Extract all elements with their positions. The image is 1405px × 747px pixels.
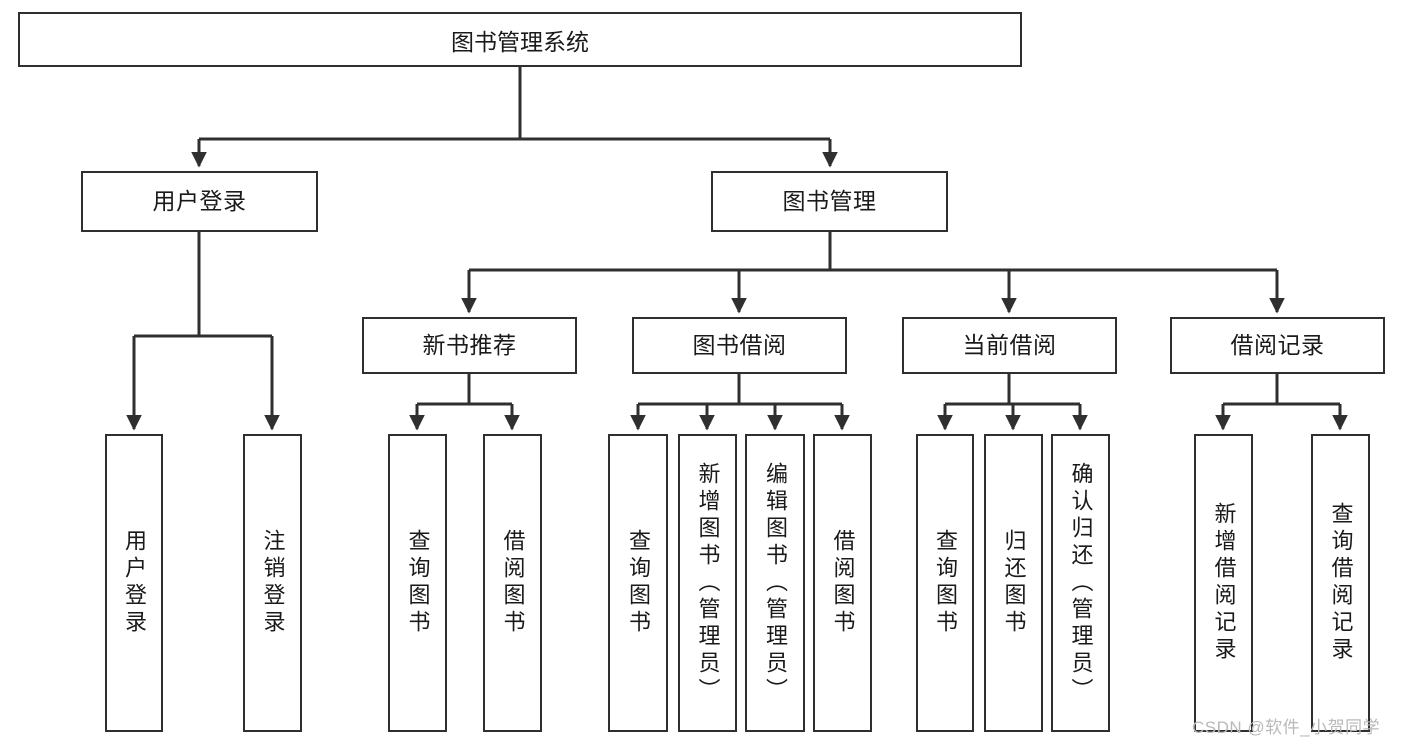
node-leaf-borrow-book-1-label: 借阅图书 <box>500 529 526 637</box>
node-user-login-label: 用户登录 <box>152 187 247 214</box>
node-book-borrow-label: 图书借阅 <box>692 331 787 358</box>
node-book-manage[interactable]: 图书管理 <box>711 171 948 232</box>
node-leaf-query-book-3[interactable]: 查询图书 <box>916 434 974 732</box>
node-user-login[interactable]: 用户登录 <box>81 171 318 232</box>
node-leaf-confirm-return[interactable]: 确认归还（管理员） <box>1051 434 1110 732</box>
node-current-borrow[interactable]: 当前借阅 <box>902 317 1117 374</box>
node-leaf-user-login[interactable]: 用户登录 <box>105 434 163 732</box>
node-root[interactable]: 图书管理系统 <box>18 12 1022 67</box>
node-leaf-borrow-book-2[interactable]: 借阅图书 <box>813 434 872 732</box>
node-leaf-query-book-3-label: 查询图书 <box>933 529 958 637</box>
node-leaf-query-book-1-label: 查询图书 <box>405 529 431 637</box>
node-leaf-edit-book[interactable]: 编辑图书（管理员） <box>745 434 805 732</box>
node-leaf-edit-book-label: 编辑图书（管理员） <box>763 461 788 705</box>
node-leaf-query-record[interactable]: 查询借阅记录 <box>1311 434 1370 732</box>
node-leaf-user-logout-label: 注销登录 <box>260 529 286 637</box>
node-leaf-query-book-2[interactable]: 查询图书 <box>608 434 668 732</box>
watermark: CSDN @软件_小贺同学 <box>1192 718 1381 737</box>
node-leaf-add-record-label: 新增借阅记录 <box>1211 502 1237 664</box>
node-new-book-recommend-label: 新书推荐 <box>422 331 517 358</box>
node-new-book-recommend[interactable]: 新书推荐 <box>362 317 577 374</box>
node-leaf-add-record[interactable]: 新增借阅记录 <box>1194 434 1253 732</box>
node-leaf-add-book[interactable]: 新增图书（管理员） <box>678 434 737 732</box>
node-leaf-borrow-book-1[interactable]: 借阅图书 <box>483 434 542 732</box>
node-leaf-query-record-label: 查询借阅记录 <box>1328 502 1354 664</box>
node-root-label: 图书管理系统 <box>451 28 589 55</box>
node-leaf-borrow-book-2-label: 借阅图书 <box>830 529 856 637</box>
node-leaf-confirm-return-label: 确认归还（管理员） <box>1068 461 1094 705</box>
node-leaf-user-login-label: 用户登录 <box>122 529 147 637</box>
node-current-borrow-label: 当前借阅 <box>962 331 1057 358</box>
node-borrow-record[interactable]: 借阅记录 <box>1170 317 1385 374</box>
node-leaf-query-book-2-label: 查询图书 <box>626 529 651 637</box>
node-book-borrow[interactable]: 图书借阅 <box>632 317 847 374</box>
node-leaf-return-book-label: 归还图书 <box>1001 529 1027 637</box>
node-leaf-query-book-1[interactable]: 查询图书 <box>388 434 447 732</box>
node-book-manage-label: 图书管理 <box>782 187 877 214</box>
node-leaf-return-book[interactable]: 归还图书 <box>984 434 1043 732</box>
node-borrow-record-label: 借阅记录 <box>1230 331 1325 358</box>
node-leaf-add-book-label: 新增图书（管理员） <box>695 461 721 705</box>
node-leaf-user-logout[interactable]: 注销登录 <box>243 434 302 732</box>
